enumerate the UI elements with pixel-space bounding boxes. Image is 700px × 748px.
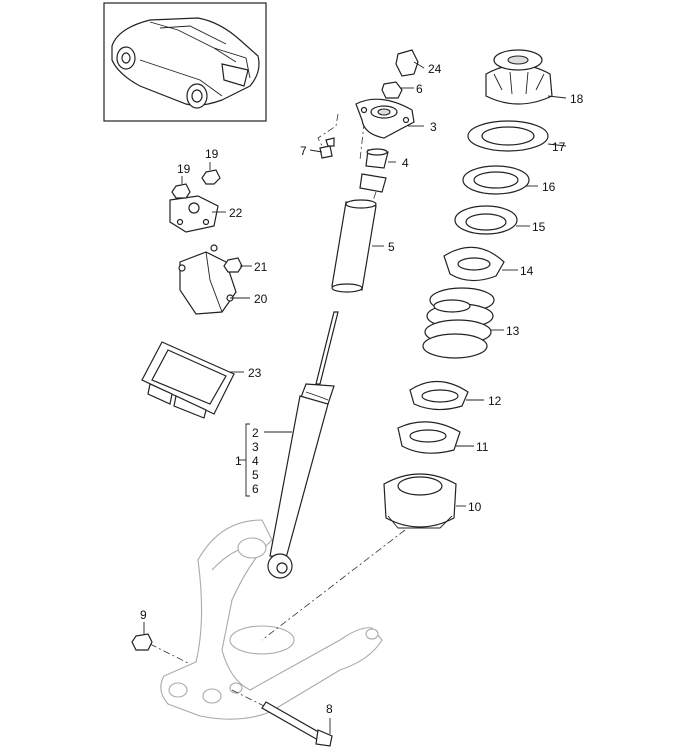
leader-lines <box>143 61 567 734</box>
callout-7: 7 <box>300 144 307 158</box>
top-mount <box>355 98 415 139</box>
callout-18: 18 <box>570 92 584 106</box>
group-item-3: 3 <box>252 440 259 454</box>
callout-22: 22 <box>229 206 243 220</box>
callout-6: 6 <box>416 82 423 96</box>
nut-6 <box>381 81 403 99</box>
callout-23: 23 <box>248 366 262 380</box>
group-item-5: 5 <box>252 468 259 482</box>
bump-stop <box>359 148 389 193</box>
cap-24 <box>395 49 419 77</box>
nut-19-left <box>171 183 191 199</box>
spring-pad-11 <box>397 421 461 454</box>
callout-14: 14 <box>520 264 534 278</box>
group-item-6: 6 <box>252 482 259 496</box>
callout-20: 20 <box>254 292 268 306</box>
callout-1: 1 <box>235 454 242 468</box>
callout-21: 21 <box>254 260 268 274</box>
bolt-8 <box>261 701 333 747</box>
callout-8: 8 <box>326 702 333 716</box>
bolt-7 <box>319 137 335 159</box>
shock-absorber <box>267 311 339 579</box>
callout-11: 11 <box>476 440 489 454</box>
nut-9 <box>131 633 153 651</box>
nut-21 <box>223 257 243 273</box>
group-parts-list: 2 3 4 5 6 <box>252 426 259 496</box>
spring-isolator-12 <box>409 380 469 411</box>
callout-12: 12 <box>488 394 502 408</box>
spring-seat-lower-10 <box>383 473 457 529</box>
callout-9: 9 <box>140 608 147 622</box>
control-unit-23 <box>141 341 235 419</box>
group-item-4: 4 <box>252 454 259 468</box>
vehicle-thumbnail <box>103 2 267 122</box>
group-item-2: 2 <box>252 426 259 440</box>
spring-seat-upper <box>485 49 553 105</box>
callout-24: 24 <box>428 62 442 76</box>
washer-16 <box>462 165 530 195</box>
callout-4: 4 <box>402 156 409 170</box>
callout-10: 10 <box>468 500 482 514</box>
callout-13: 13 <box>506 324 520 338</box>
spring-isolator-14 <box>443 246 505 282</box>
callout-16: 16 <box>542 180 556 194</box>
callout-15: 15 <box>532 220 546 234</box>
nut-19-right <box>201 169 221 185</box>
callout-3: 3 <box>430 120 437 134</box>
dust-boot <box>331 199 377 293</box>
callout-labels: 1 3 4 5 6 7 8 9 10 11 12 13 14 15 16 17 … <box>140 62 584 716</box>
control-arm-outline <box>160 519 383 720</box>
washer-17 <box>467 120 549 152</box>
callout-19-left: 19 <box>177 162 191 176</box>
callout-5: 5 <box>388 240 395 254</box>
spring-pad-15 <box>454 205 518 235</box>
callout-19-right: 19 <box>205 147 219 161</box>
bracket-20 <box>178 244 237 315</box>
bracket-22 <box>169 195 219 233</box>
coil-spring-13 <box>422 287 495 359</box>
callout-17: 17 <box>552 140 566 154</box>
